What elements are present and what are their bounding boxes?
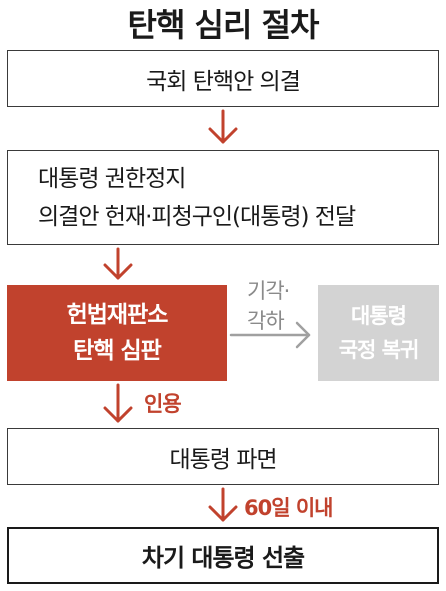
diagram-title: 탄핵 심리 절차 — [127, 6, 320, 44]
arrow-right-icon — [229, 321, 311, 349]
arrow-down-4-icon — [208, 487, 238, 522]
step3-label-line1: 헌법재판소 — [66, 302, 169, 328]
step-president-removal: 대통령 파면 — [7, 428, 439, 485]
step5-label: 대통령 파면 — [169, 446, 277, 473]
step6-label: 차기 대통령 선출 — [141, 544, 305, 572]
arrow-down-2-icon — [103, 247, 133, 280]
step1-label: 국회 탄핵안 의결 — [146, 68, 301, 95]
step4-label-line1: 대통령 — [351, 304, 407, 328]
reject-label-line1: 기각· — [247, 279, 290, 303]
arrow-down-3-icon — [103, 383, 133, 423]
accept-label: 인용 — [144, 392, 182, 416]
step2-label-line1: 대통령 권한정지 — [38, 165, 186, 192]
reject-label-line2: 각하 — [247, 309, 285, 333]
arrow-down-1-icon — [208, 109, 238, 144]
reject-label: 기각· 각하 — [247, 276, 290, 336]
within-60-days-label: 60일 이내 — [244, 496, 333, 520]
step2-label-line2: 의결안 헌재·피청구인(대통령) 전달 — [38, 203, 356, 230]
step-president-return: 대통령 국정 복귀 — [318, 285, 439, 381]
step-next-election: 차기 대통령 선출 — [7, 527, 439, 584]
step4-label-line2: 국정 복귀 — [338, 338, 420, 362]
step3-label-line2: 탄핵 심판 — [73, 338, 162, 364]
step-constitutional-court-trial: 헌법재판소 탄핵 심판 — [7, 285, 227, 381]
step-power-suspension: 대통령 권한정지 의결안 헌재·피청구인(대통령) 전달 — [7, 150, 439, 245]
step-national-assembly-vote: 국회 탄핵안 의결 — [7, 50, 439, 107]
